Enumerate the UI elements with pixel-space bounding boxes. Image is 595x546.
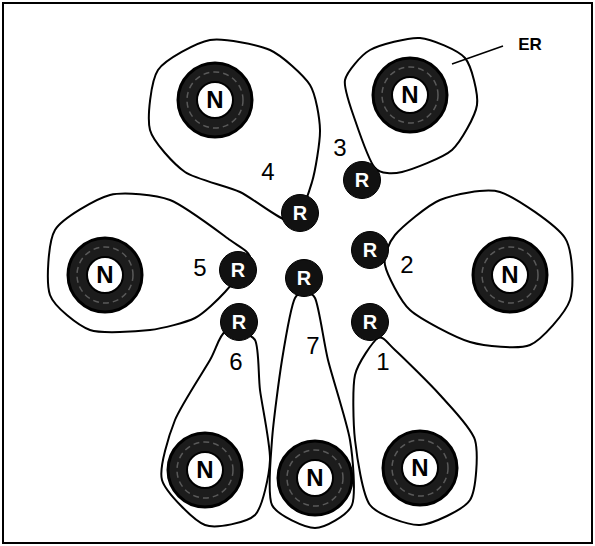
nucleus: N <box>491 256 529 294</box>
frame <box>3 3 592 543</box>
rhabdomere: R <box>281 194 319 232</box>
rhabdomere-label: R <box>297 268 311 288</box>
nucleus-texture <box>77 247 133 303</box>
nucleus: N <box>86 256 124 294</box>
photoreceptor-cell <box>385 191 573 348</box>
callout-number: 3 <box>333 136 346 160</box>
nucleus-label: N <box>306 466 323 490</box>
nucleus: N <box>196 81 234 119</box>
nucleus-label: N <box>501 263 518 287</box>
photoreceptor-cell <box>161 331 270 526</box>
structure-label: ER <box>518 36 542 53</box>
rhabdomere-label: R <box>231 260 245 280</box>
nucleus-chromatin <box>68 238 142 312</box>
nucleus: N <box>186 451 224 489</box>
rhabdomere: R <box>285 259 323 297</box>
rhabdomere-label: R <box>363 312 377 332</box>
nucleus-texture <box>482 247 538 303</box>
photoreceptor-cell <box>353 337 476 525</box>
rhabdomere: R <box>351 231 389 269</box>
nucleus: N <box>296 459 334 497</box>
callout-number: 7 <box>306 334 319 358</box>
rhabdomere: R <box>220 303 258 341</box>
callout-number: 5 <box>193 256 206 280</box>
leader-line <box>452 46 503 64</box>
nucleus-label: N <box>196 458 213 482</box>
rhabdomere: R <box>351 303 389 341</box>
nucleus-chromatin <box>383 431 457 505</box>
nucleus-label: N <box>411 456 428 480</box>
nucleus-label: N <box>206 88 223 112</box>
nucleus-chromatin <box>473 238 547 312</box>
nucleus-texture <box>382 67 438 123</box>
callout-number: 2 <box>400 253 413 277</box>
rhabdomere: R <box>343 161 381 199</box>
nucleus-texture <box>177 442 233 498</box>
callout-number: 4 <box>261 160 274 184</box>
nucleus-texture <box>287 450 343 506</box>
nucleus-label: N <box>401 83 418 107</box>
rhabdomere: R <box>219 251 257 289</box>
nucleus: N <box>391 76 429 114</box>
nucleus-chromatin <box>178 63 252 137</box>
nucleus-texture <box>187 72 243 128</box>
photoreceptor-cell <box>345 38 477 173</box>
callout-number: 1 <box>376 350 389 374</box>
rhabdomere-label: R <box>232 312 246 332</box>
rhabdomere-label: R <box>293 203 307 223</box>
nucleus-chromatin <box>278 441 352 515</box>
rhabdomere-label: R <box>363 240 377 260</box>
nucleus-chromatin <box>168 433 242 507</box>
nucleus: N <box>401 449 439 487</box>
photoreceptor-cell <box>269 293 353 528</box>
callout-number: 6 <box>229 350 242 374</box>
nucleus-texture <box>392 440 448 496</box>
nucleus-chromatin <box>373 58 447 132</box>
rhabdomere-label: R <box>355 170 369 190</box>
nucleus-label: N <box>96 263 113 287</box>
